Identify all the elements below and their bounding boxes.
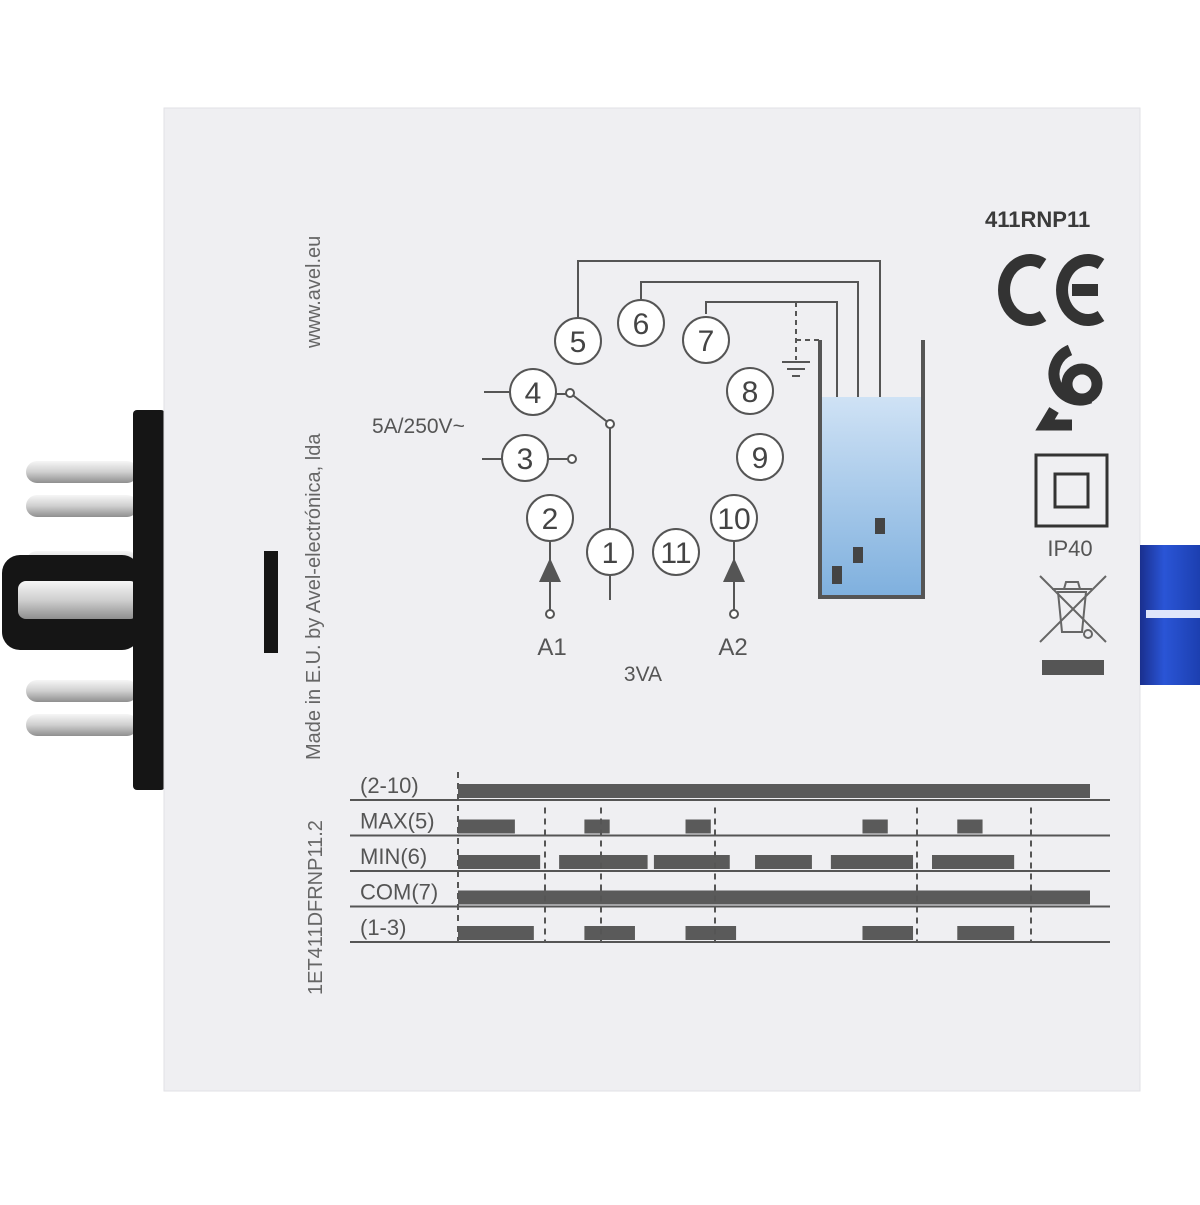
timing-pulse xyxy=(957,926,1015,940)
part-number-text: 1ET411DFRNP11.2 xyxy=(305,820,327,995)
connector-groove xyxy=(1146,610,1200,618)
tank-walls xyxy=(818,340,925,599)
a2-arrow-icon xyxy=(723,558,745,582)
timing-row-label: (1-3) xyxy=(360,915,406,940)
socket-base xyxy=(133,410,165,790)
timing-pulse xyxy=(685,926,737,940)
supply-a2-label: A2 xyxy=(718,634,747,661)
timing-pulse xyxy=(862,819,888,834)
terminal-8: 8 xyxy=(726,367,774,415)
website-text: www.avel.eu xyxy=(303,236,325,349)
blue-connector xyxy=(1140,545,1200,685)
svg-text:1: 1 xyxy=(602,537,619,570)
contact-dot xyxy=(565,388,575,398)
timing-diagram: (2-10) MAX(5) MIN(6) COM(7) (1-3) xyxy=(350,772,1110,943)
terminal-3: 3 xyxy=(501,434,549,482)
svg-text:11: 11 xyxy=(660,537,691,570)
timing-pulse xyxy=(458,890,1090,905)
outer-square xyxy=(1034,453,1109,528)
terminal-circles: 1 2 3 4 5 6 7 8 9 10 11 xyxy=(501,299,784,576)
svg-text:5: 5 xyxy=(570,326,587,359)
socket-pins xyxy=(2,461,140,736)
contact-dot xyxy=(729,609,739,619)
release-slot xyxy=(264,551,278,653)
terminal-10: 10 xyxy=(710,494,758,542)
timing-pulse xyxy=(458,784,1090,798)
terminal-1: 1 xyxy=(586,528,634,576)
terminal-5: 5 xyxy=(554,317,602,365)
key-pin xyxy=(18,581,138,619)
timing-pulse xyxy=(458,926,534,940)
inner-square xyxy=(1053,472,1090,509)
timing-pulse xyxy=(584,926,635,940)
ce-mark-icon xyxy=(998,254,1105,326)
timing-row-label: (2-10) xyxy=(360,773,419,798)
terminal-9: 9 xyxy=(736,433,784,481)
water-tank xyxy=(818,340,925,599)
contact-dot xyxy=(567,454,577,464)
svg-text:3: 3 xyxy=(517,443,534,476)
timing-pulse xyxy=(458,855,541,869)
ip-rating: IP40 xyxy=(1047,536,1092,561)
timing-pulse xyxy=(685,819,711,834)
water-fill xyxy=(822,397,921,596)
svg-text:2: 2 xyxy=(542,503,559,536)
timing-pulse xyxy=(653,855,730,869)
timing-pulse xyxy=(932,855,1015,869)
double-insulation-icon xyxy=(1034,453,1109,528)
svg-text:10: 10 xyxy=(717,503,750,536)
timing-row-label: MAX(5) xyxy=(360,809,435,834)
timing-pulse xyxy=(755,855,812,869)
timing-row-label: COM(7) xyxy=(360,880,438,905)
terminal-11: 11 xyxy=(652,528,700,576)
power-rating: 3VA xyxy=(624,663,662,686)
probe-min xyxy=(853,547,863,563)
terminal-4: 4 xyxy=(509,368,557,416)
terminal-6: 6 xyxy=(617,299,665,347)
terminal-2: 2 xyxy=(526,494,574,542)
timing-pulse xyxy=(957,819,983,834)
svg-text:6: 6 xyxy=(633,308,650,341)
pin xyxy=(26,461,138,483)
contact-rating: 5A/250V~ xyxy=(372,415,465,438)
manufacturer-text: Made in E.U. by Avel-electrónica, lda xyxy=(303,433,325,760)
pin xyxy=(26,680,138,702)
certification-mark-icon xyxy=(1035,344,1103,431)
contact-dot xyxy=(545,609,555,619)
svg-text:4: 4 xyxy=(525,377,542,410)
terminal-7: 7 xyxy=(682,316,730,364)
probe-com xyxy=(832,566,842,584)
contact-dot xyxy=(605,419,615,429)
timing-pulse xyxy=(830,855,914,869)
wire-terminal-5 xyxy=(577,260,881,520)
model-number: 411RNP11 xyxy=(985,207,1090,232)
probe-max xyxy=(875,518,885,534)
timing-pulse xyxy=(458,819,515,834)
svg-text:8: 8 xyxy=(742,376,759,409)
timing-pulse xyxy=(862,926,914,940)
pin xyxy=(26,714,138,736)
pin xyxy=(26,495,138,517)
svg-text:7: 7 xyxy=(698,325,715,358)
a1-arrow-icon xyxy=(539,558,561,582)
timing-pulse xyxy=(559,855,648,869)
supply-a1-label: A1 xyxy=(537,634,566,661)
timing-pulse xyxy=(584,819,610,834)
timing-row-label: MIN(6) xyxy=(360,844,427,869)
svg-text:9: 9 xyxy=(752,442,769,475)
weee-bin-icon xyxy=(1039,575,1107,643)
weee-bar xyxy=(1042,660,1104,675)
